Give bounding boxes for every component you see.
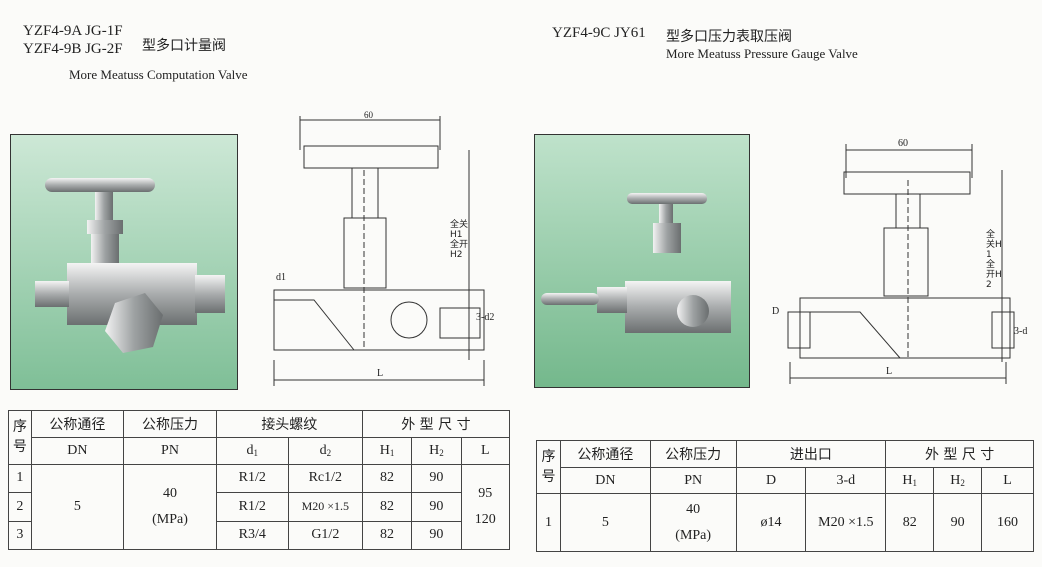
left-sub-pn: PN (123, 437, 217, 465)
right-sub-dn: DN (559, 467, 651, 494)
right-header-size: 外 型 尺 寸 (885, 440, 1034, 468)
left-header-thread: 接头螺纹 (215, 409, 363, 439)
right-header-dn: 公称通径 (559, 440, 651, 468)
row-h2: 90 (933, 493, 983, 552)
row-h2: 90 (411, 520, 462, 551)
left-sub-h1: H1 (361, 437, 413, 465)
left-drawing-dim-60: 60 (364, 110, 373, 120)
row-h1: 82 (361, 463, 413, 494)
left-header-seq: 序号 (8, 410, 32, 465)
left-drawing-label-d1: d1 (276, 272, 286, 283)
left-title-cn: 型多口计量阀 (142, 38, 226, 54)
left-header-size: 外 型 尺 寸 (361, 409, 511, 439)
row-d2: M20 ×1.5 (287, 492, 363, 522)
left-pn-value: 40(MPa) (123, 463, 217, 551)
row-3d: M20 ×1.5 (805, 493, 887, 552)
left-sub-h2: H2 (411, 437, 462, 465)
row-d2: G1/2 (287, 520, 363, 551)
left-dn-value: 5 (30, 463, 125, 551)
left-spec-table: 序号 公称通径 公称压力 接头螺纹 外 型 尺 寸 DN PN d1 d2 H1… (8, 409, 511, 551)
left-title-en: More Meatuss Computation Valve (69, 67, 248, 82)
row-dn: 5 (559, 493, 651, 552)
right-drawing-label-D: D (772, 306, 780, 317)
row-d2: Rc1/2 (287, 463, 363, 494)
left-valve-photo (10, 134, 238, 390)
left-technical-drawing: 60 d1 3-d2 L 全关H1 全开H2 (264, 110, 504, 395)
row-h2: 90 (411, 492, 462, 522)
row-seq: 1 (8, 463, 32, 494)
row-h1: 82 (361, 492, 413, 522)
right-valve-photo (534, 134, 750, 388)
left-drawing-label-3d2: 3-d2 (476, 312, 495, 323)
left-sub-d2: d2 (287, 437, 363, 465)
right-drawing-label-3d: 3-d (1014, 326, 1028, 337)
right-header-io: 进出口 (735, 440, 887, 468)
right-header-pn: 公称压力 (649, 440, 737, 468)
right-sub-pn: PN (649, 467, 737, 494)
right-sub-l: L (981, 467, 1034, 494)
row-h1: 82 (361, 520, 413, 551)
right-sub-h1: H1 (885, 467, 935, 494)
right-spec-table: 序号 公称通径 公称压力 进出口 外 型 尺 寸 DN PN D 3-d H1 … (536, 440, 1034, 552)
left-sub-d1: d1 (215, 437, 289, 465)
right-title-en: More Meatuss Pressure Gauge Valve (666, 46, 858, 61)
left-model-line1: YZF4-9A JG-1F (23, 23, 123, 39)
right-sub-D: D (735, 467, 807, 494)
row-h1: 82 (885, 493, 935, 552)
left-drawing-label-L: L (377, 368, 384, 379)
right-drawing-label-L: L (886, 366, 893, 377)
table-row: 3 R3/4 G1/2 82 90 (8, 520, 510, 551)
right-sub-3d: 3-d (805, 467, 887, 494)
left-drawing-label-H: 全关H1 全开H2 (450, 220, 469, 260)
right-technical-drawing: 60 D 3-d L 全关H1 全开H2 (770, 130, 1032, 395)
right-sub-h2: H2 (933, 467, 983, 494)
left-header-pn: 公称压力 (123, 409, 217, 439)
row-seq: 1 (536, 493, 561, 552)
row-d1: R3/4 (215, 520, 289, 551)
row-pn: 40(MPa) (649, 493, 737, 552)
right-header-seq: 序号 (536, 440, 561, 494)
right-title-cn: 型多口压力表取压阀 (666, 29, 792, 45)
row-seq: 2 (8, 492, 32, 522)
row-L: 160 (981, 493, 1034, 552)
left-header-dn: 公称通径 (30, 409, 125, 439)
row-d1: R1/2 (215, 463, 289, 494)
row-seq: 3 (8, 520, 32, 551)
row-d1: R1/2 (215, 492, 289, 522)
left-sub-dn: DN (30, 437, 125, 465)
left-sub-l: L (460, 437, 511, 465)
right-model: YZF4-9C JY61 (552, 25, 646, 41)
right-drawing-label-H: 全关H1 全开H2 (986, 230, 1002, 290)
row-h2: 90 (411, 463, 462, 494)
left-model-line2: YZF4-9B JG-2F (23, 41, 123, 57)
right-drawing-dim-60: 60 (898, 138, 908, 149)
table-row: 1 5 40(MPa) ø14 M20 ×1.5 82 90 160 (536, 493, 1034, 552)
row-D: ø14 (735, 493, 807, 552)
